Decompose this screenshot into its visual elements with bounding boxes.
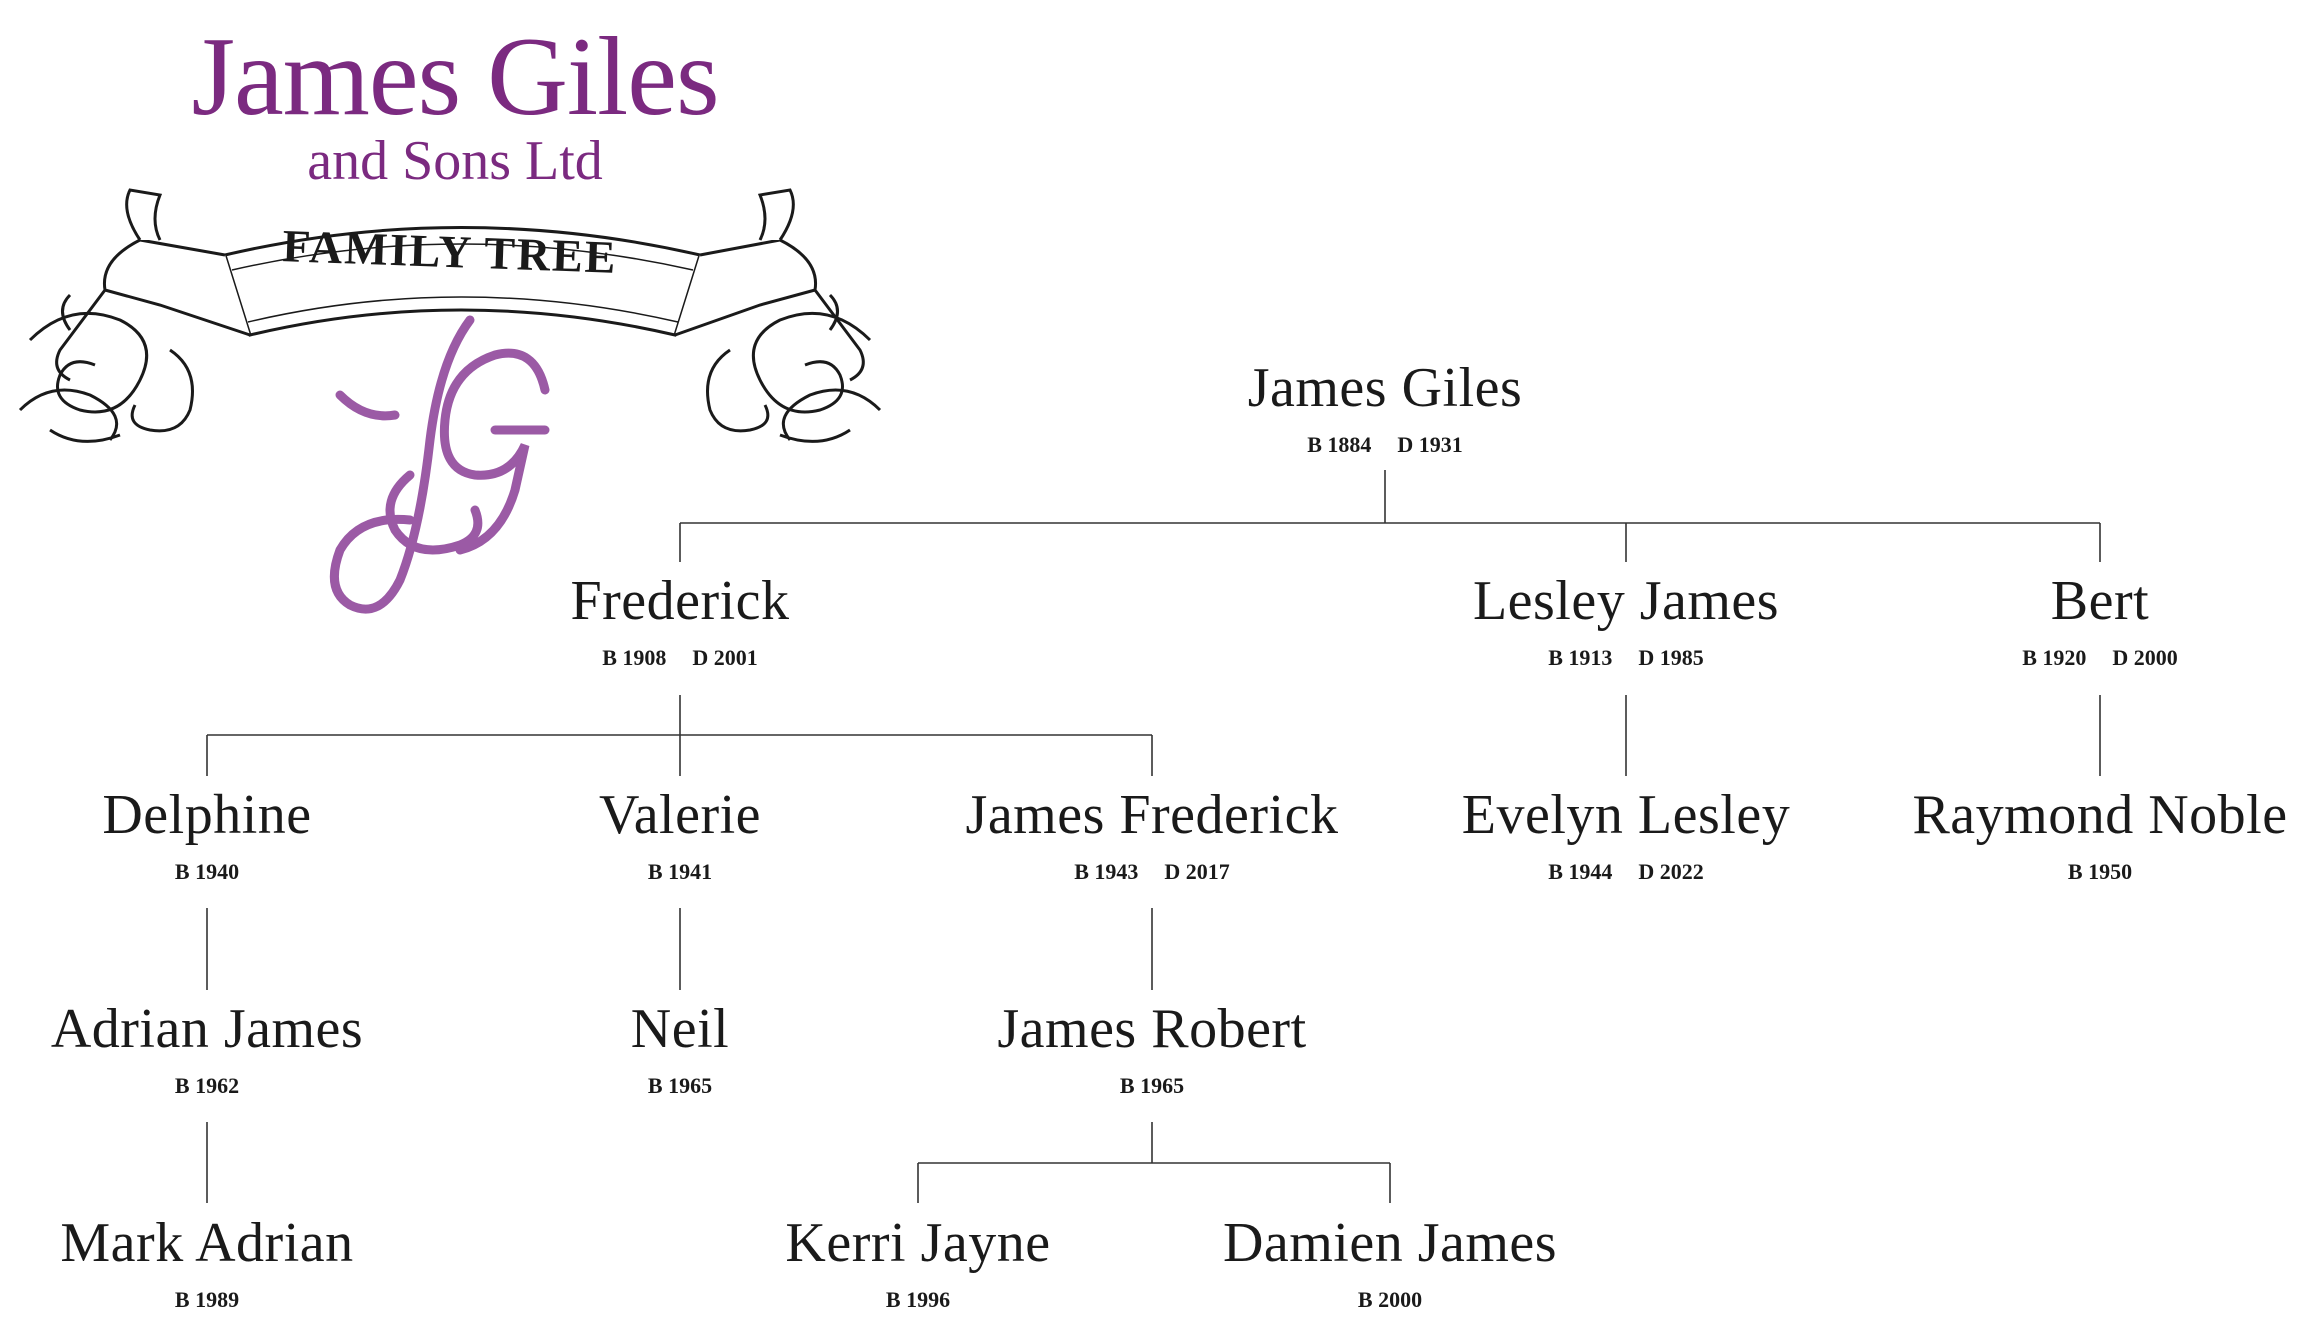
person-name: Raymond Noble	[1912, 784, 2288, 846]
person-dates: B 1884 D 1931	[1155, 431, 1615, 459]
person-dates: B 1989	[0, 1286, 437, 1314]
birth-year: B 1941	[647, 859, 713, 884]
person-evelyn-lesley: Evelyn Lesley B 1944 D 2022	[1396, 782, 1856, 886]
birth-year: B 1996	[885, 1287, 951, 1312]
person-name: Frederick	[570, 570, 790, 632]
person-name: James Giles	[1247, 357, 1523, 419]
person-dates: B 1908 D 2001	[450, 644, 910, 672]
logo-title: James Giles	[191, 15, 719, 139]
person-name: Lesley James	[1472, 570, 1780, 632]
birth-year: B 1962	[174, 1073, 240, 1098]
person-adrian-james: Adrian James B 1962	[0, 996, 437, 1100]
death-year: D 2017	[1164, 859, 1230, 884]
person-raymond-noble: Raymond Noble B 1950	[1870, 782, 2311, 886]
birth-year: B 1965	[1119, 1073, 1185, 1098]
person-dates: B 1940	[0, 858, 437, 886]
person-james-frederick: James Frederick B 1943 D 2017	[922, 782, 1382, 886]
death-year: D 2001	[692, 645, 758, 670]
person-mark-adrian: Mark Adrian B 1989	[0, 1210, 437, 1314]
birth-year: B 1884	[1307, 432, 1372, 457]
birth-year: B 1940	[174, 859, 240, 884]
person-valerie: Valerie B 1941	[450, 782, 910, 886]
logo-subtitle: and Sons Ltd	[307, 130, 603, 192]
person-damien-james: Damien James B 2000	[1160, 1210, 1620, 1314]
person-dates: B 1941	[450, 858, 910, 886]
death-year: D 1931	[1397, 432, 1463, 457]
person-delphine: Delphine B 1940	[0, 782, 437, 886]
person-dates: B 1962	[0, 1072, 437, 1100]
jg-monogram-graphic	[329, 315, 550, 614]
birth-year: B 2000	[1357, 1287, 1423, 1312]
person-dates: B 1965	[922, 1072, 1382, 1100]
person-name: James Robert	[997, 998, 1307, 1060]
death-year: D 1985	[1638, 645, 1704, 670]
person-dates: B 1996	[688, 1286, 1148, 1314]
person-neil: Neil B 1965	[450, 996, 910, 1100]
birth-year: B 1920	[2022, 645, 2087, 670]
person-name: Mark Adrian	[60, 1212, 354, 1274]
person-frederick: Frederick B 1908 D 2001	[450, 568, 910, 672]
birth-year: B 1944	[1548, 859, 1613, 884]
person-kerri-jayne: Kerri Jayne B 1996	[688, 1210, 1148, 1314]
birth-year: B 1950	[2067, 859, 2133, 884]
person-james-giles: James Giles B 1884 D 1931	[1155, 355, 1615, 459]
person-name: Evelyn Lesley	[1461, 784, 1791, 846]
person-name: Damien James	[1222, 1212, 1558, 1274]
death-year: D 2022	[1638, 859, 1704, 884]
death-year: D 2000	[2112, 645, 2178, 670]
person-james-robert: James Robert B 1965	[922, 996, 1382, 1100]
person-lesley-james: Lesley James B 1913 D 1985	[1396, 568, 1856, 672]
birth-year: B 1965	[647, 1073, 713, 1098]
person-name: Valerie	[598, 784, 762, 846]
person-name: Bert	[2050, 570, 2150, 632]
company-logo: James Giles and Sons Ltd	[0, 0, 900, 620]
person-dates: B 1920 D 2000	[1870, 644, 2311, 672]
birth-year: B 1989	[174, 1287, 240, 1312]
person-name: Delphine	[102, 784, 312, 846]
person-name: Kerri Jayne	[785, 1212, 1051, 1274]
person-dates: B 2000	[1160, 1286, 1620, 1314]
person-name: Neil	[630, 998, 730, 1060]
birth-year: B 1908	[602, 645, 667, 670]
person-name: James Frederick	[965, 784, 1339, 846]
birth-year: B 1913	[1548, 645, 1613, 670]
person-bert: Bert B 1920 D 2000	[1870, 568, 2311, 672]
person-dates: B 1965	[450, 1072, 910, 1100]
person-dates: B 1950	[1870, 858, 2311, 886]
person-dates: B 1943 D 2017	[922, 858, 1382, 886]
person-name: Adrian James	[50, 998, 364, 1060]
birth-year: B 1943	[1074, 859, 1139, 884]
person-dates: B 1944 D 2022	[1396, 858, 1856, 886]
scroll-banner-graphic	[18, 188, 882, 443]
person-dates: B 1913 D 1985	[1396, 644, 1856, 672]
